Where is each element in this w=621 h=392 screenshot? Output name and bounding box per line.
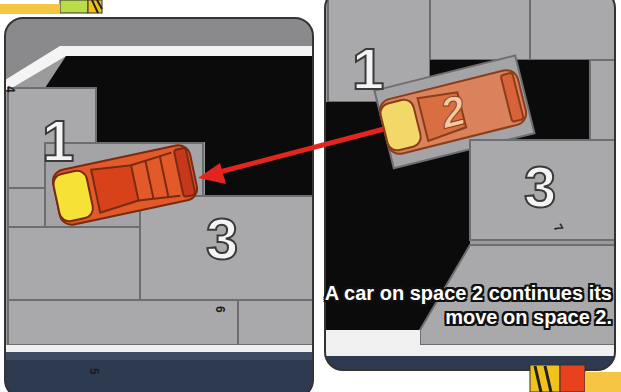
track-number: 4	[4, 86, 16, 93]
left-panel	[5, 18, 313, 392]
move-arrow	[212, 128, 388, 174]
space-number: 1	[352, 40, 384, 98]
track-number: 5	[88, 368, 100, 375]
space-number: 3	[524, 158, 556, 216]
space-number: 3	[206, 210, 238, 268]
rule-caption: A car on space 2 continues its move on s…	[322, 281, 612, 329]
space-number: 1	[42, 112, 74, 170]
track-number: 6	[214, 306, 226, 313]
arrow-head	[198, 163, 226, 184]
right-panel	[325, 0, 615, 370]
